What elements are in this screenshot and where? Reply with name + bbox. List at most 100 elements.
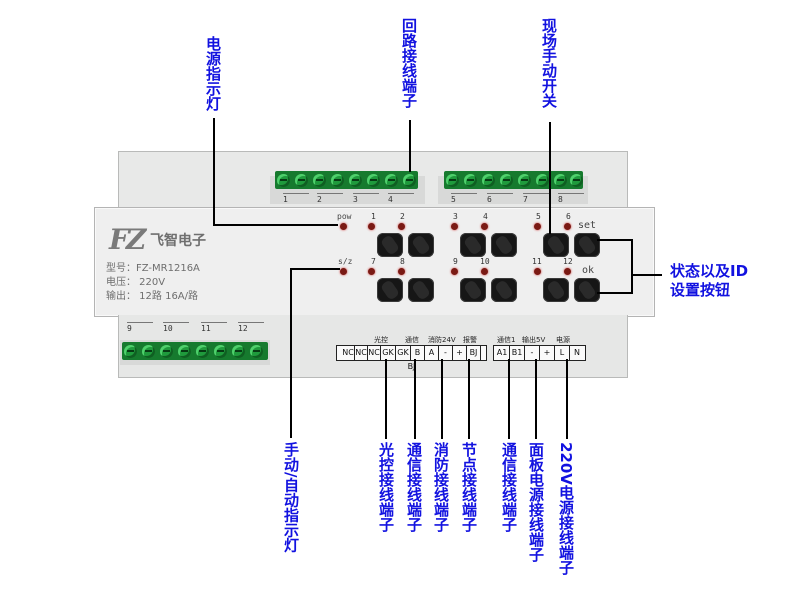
terminal-cell: NC	[355, 346, 368, 360]
top-channel-label: 7	[523, 193, 549, 204]
channel-number: 5	[536, 212, 541, 221]
output-text: 输出： 12路 16A/路	[106, 291, 199, 302]
channel-number: 12	[563, 257, 573, 266]
node-terminal-label: 节点接线端子	[460, 442, 478, 532]
manual-auto-led	[340, 268, 347, 275]
terminal-cell: -	[525, 346, 540, 360]
top-terminal-block-left	[275, 171, 418, 189]
brand-name: 飞智电子	[150, 233, 206, 249]
manual-switch-button[interactable]	[408, 278, 434, 302]
terminal-screw[interactable]	[295, 174, 308, 187]
terminal-screw[interactable]	[250, 345, 263, 358]
terminal-screw[interactable]	[570, 174, 583, 187]
terminal-screw[interactable]	[385, 174, 398, 187]
top-channel-label: 6	[487, 193, 513, 204]
comm-terminal-label: 通信接线端子	[405, 442, 423, 532]
terminal-screw[interactable]	[367, 174, 380, 187]
channel-led	[368, 223, 375, 230]
callout-line	[631, 239, 633, 294]
light-control-terminal-label: 光控接线端子	[377, 442, 395, 532]
bottom-channel-label: 9	[127, 322, 153, 333]
manual-switch-button[interactable]	[491, 233, 517, 257]
callout-line	[632, 274, 662, 276]
set-button-label: 设置按钮	[670, 281, 731, 299]
terminal-screw[interactable]	[313, 174, 326, 187]
terminal-group-label: 报警	[463, 336, 477, 344]
pow-label: pow	[337, 212, 352, 221]
callout-line	[290, 268, 292, 438]
terminal-group-label: 通信1	[497, 336, 516, 344]
voltage-text: 电压： 220V	[106, 277, 166, 288]
terminal-screw[interactable]	[500, 174, 513, 187]
callout-line	[468, 359, 470, 439]
channel-number: 4	[483, 212, 488, 221]
comm-terminal-2-label: 通信接线端子	[500, 442, 518, 532]
terminal-screw[interactable]	[518, 174, 531, 187]
terminal-cell: A	[425, 346, 439, 360]
channel-led	[534, 268, 541, 275]
terminal-screw[interactable]	[331, 174, 344, 187]
manual-switch-button[interactable]	[408, 233, 434, 257]
callout-line	[566, 359, 568, 439]
terminal-cell: N	[574, 348, 580, 357]
channel-led	[481, 268, 488, 275]
terminal-screw[interactable]	[349, 174, 362, 187]
terminal-group-label: 电源	[556, 336, 570, 344]
manual-switch-button[interactable]	[460, 278, 486, 302]
terminal-screw[interactable]	[403, 174, 416, 187]
callout-line	[508, 359, 510, 439]
terminal-screw[interactable]	[464, 174, 477, 187]
bottom-channel-label: 10	[163, 322, 189, 333]
fire-terminal-label: 消防接线端子	[432, 442, 450, 532]
manual-switch-button[interactable]	[491, 278, 517, 302]
manual-switch-button[interactable]	[460, 233, 486, 257]
terminal-cell: BJ	[467, 346, 481, 360]
manual-switch-button[interactable]	[377, 233, 403, 257]
terminal-cell: L	[555, 346, 570, 360]
terminal-cell: B1	[510, 346, 525, 360]
terminal-screw[interactable]	[196, 345, 209, 358]
manual-switch-button[interactable]	[574, 233, 600, 257]
callout-line	[385, 359, 387, 439]
channel-number: 3	[453, 212, 458, 221]
terminal-screw[interactable]	[482, 174, 495, 187]
terminal-screw[interactable]	[446, 174, 459, 187]
top-channel-label: 1	[283, 193, 309, 204]
channel-led	[398, 223, 405, 230]
terminal-cell: NC	[368, 346, 381, 360]
callout-line	[597, 292, 632, 294]
callout-line	[597, 239, 632, 241]
terminal-cell: NC	[342, 346, 355, 360]
terminal-screw[interactable]	[178, 345, 191, 358]
terminal-screw[interactable]	[277, 174, 290, 187]
terminal-screw[interactable]	[142, 345, 155, 358]
manual-auto-indicator-label: 手动/自动指示灯	[282, 442, 300, 553]
top-channel-label: 3	[353, 193, 379, 204]
terminal-screw[interactable]	[536, 174, 549, 187]
channel-number: 11	[532, 257, 542, 266]
callout-line	[409, 120, 411, 172]
manual-switch-button[interactable]	[377, 278, 403, 302]
channel-number: 10	[480, 257, 490, 266]
callout-line	[213, 224, 338, 226]
channel-led	[564, 223, 571, 230]
callout-line	[535, 359, 537, 439]
manual-switch-button[interactable]	[543, 233, 569, 257]
channel-number: 6	[566, 212, 571, 221]
terminal-screw[interactable]	[232, 345, 245, 358]
bottom-channel-label: 12	[238, 322, 264, 333]
manual-switch-button[interactable]	[543, 278, 569, 302]
terminal-screw[interactable]	[124, 345, 137, 358]
bottom-terminal-block	[122, 342, 268, 360]
terminal-screw[interactable]	[554, 174, 567, 187]
manual-switch-button[interactable]	[574, 278, 600, 302]
channel-led	[451, 223, 458, 230]
terminal-screw[interactable]	[214, 345, 227, 358]
channel-number: 9	[453, 257, 458, 266]
terminal-cell: -	[439, 346, 453, 360]
terminal-cell: +	[540, 346, 555, 360]
terminal-group-label: 通信	[405, 336, 419, 344]
channel-number: 1	[371, 212, 376, 221]
terminal-screw[interactable]	[160, 345, 173, 358]
